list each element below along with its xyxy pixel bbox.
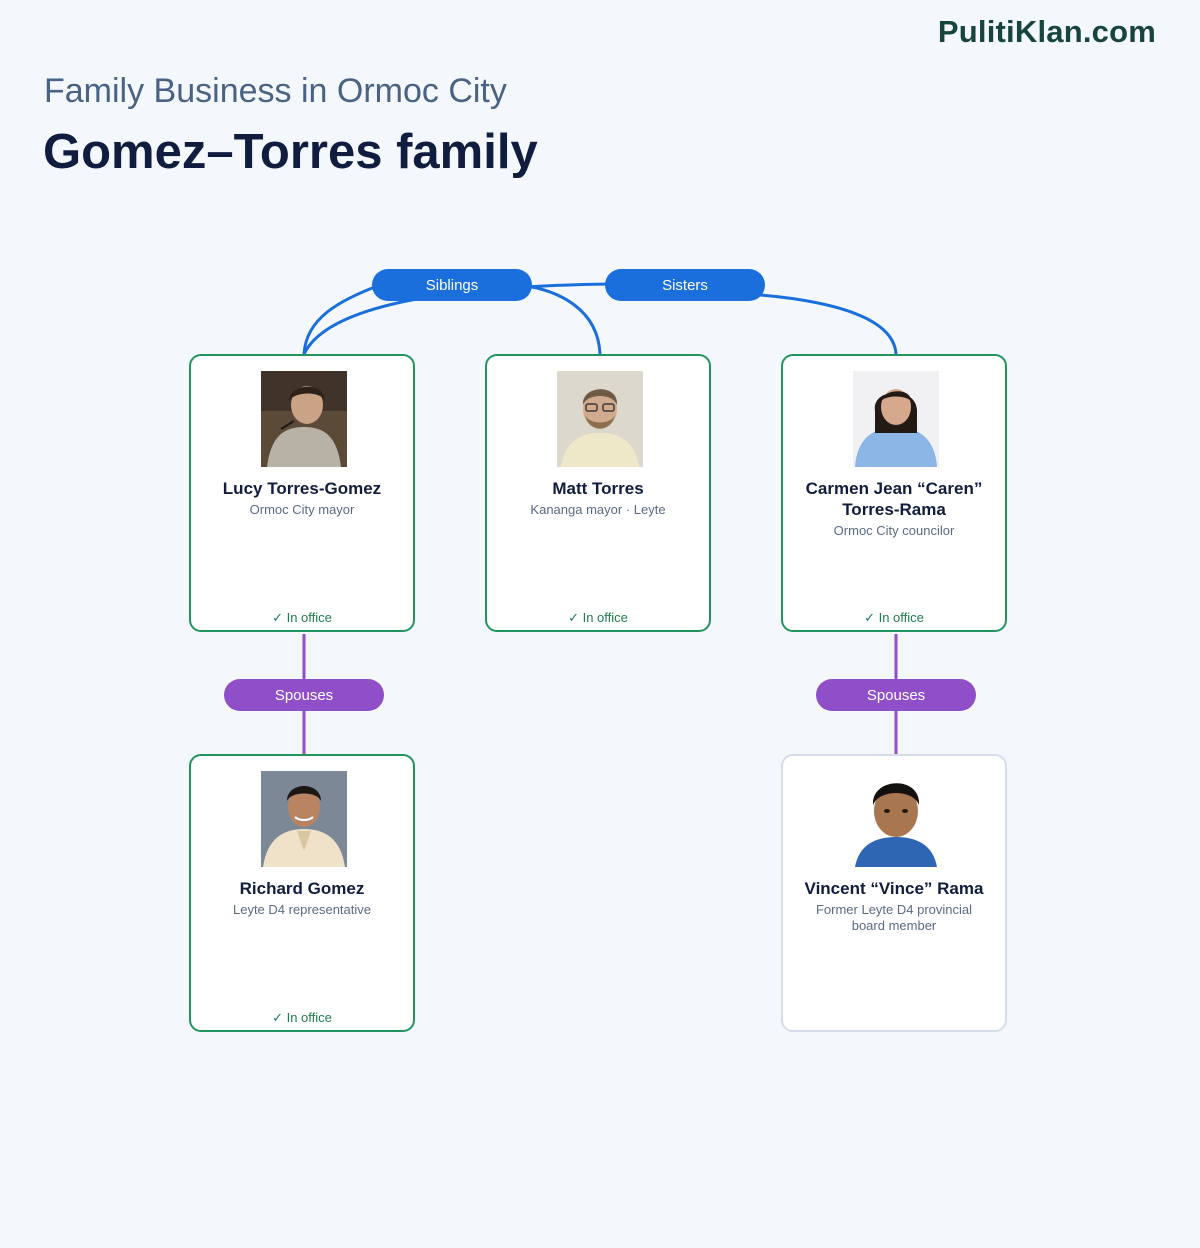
lucy-photo [261, 371, 347, 467]
carmen-name-line2: Torres-Rama [842, 500, 946, 519]
lucy-role: Ormoc City mayor [249, 502, 355, 517]
page-title: Gomez–Torres family [43, 125, 538, 179]
richard-name: Richard Gomez [239, 879, 365, 898]
carmen-role: Ormoc City councilor [833, 523, 955, 538]
richard-status: ✓ In office [272, 1010, 332, 1025]
sisters-label: Sisters [605, 269, 765, 301]
sisters-link-carmen [758, 293, 898, 356]
matt-name: Matt Torres [552, 479, 644, 498]
page-kicker: Family Business in Ormoc City [44, 72, 507, 110]
carmen-name-line1: Carmen Jean “Caren” [805, 479, 983, 498]
siblings-label: Siblings [372, 269, 532, 301]
spouses-label-right: Spouses [816, 679, 976, 711]
lucy-status: ✓ In office [272, 610, 332, 625]
lucy-name: Lucy Torres-Gomez [222, 479, 382, 498]
siblings-link-lucy [302, 283, 382, 356]
person-card-carmen[interactable]: Carmen Jean “Caren” Torres-Rama Ormoc Ci… [781, 354, 1007, 632]
vincent-name: Vincent “Vince” Rama [804, 879, 984, 898]
person-card-matt[interactable]: Matt Torres Kananga mayor · Leyte ✓ In o… [485, 354, 711, 632]
spouses-label-left: Spouses [224, 679, 384, 711]
vincent-role: Former Leyte D4 provincial board member [795, 902, 993, 934]
vincent-photo [853, 771, 939, 867]
siblings-link-matt [518, 283, 602, 356]
richard-role: Leyte D4 representative [232, 902, 372, 917]
carmen-photo [853, 371, 939, 467]
vincent-role-line1: Former Leyte D4 provincial [815, 902, 973, 917]
matt-photo [557, 371, 643, 467]
person-card-vincent[interactable]: Vincent “Vince” Rama Former Leyte D4 pro… [781, 754, 1007, 1032]
matt-role: Kananga mayor · Leyte [530, 502, 666, 517]
richard-photo [261, 771, 347, 867]
person-card-lucy[interactable]: Lucy Torres-Gomez Ormoc City mayor ✓ In … [189, 354, 415, 632]
vincent-role-line2: board member [851, 918, 937, 933]
person-card-richard[interactable]: Richard Gomez Leyte D4 representative ✓ … [189, 754, 415, 1032]
carmen-status: ✓ In office [864, 610, 924, 625]
carmen-name: Carmen Jean “Caren” Torres-Rama [791, 478, 997, 520]
matt-status: ✓ In office [568, 610, 628, 625]
brand-logo[interactable]: PulitiKlan.com [937, 14, 1156, 49]
